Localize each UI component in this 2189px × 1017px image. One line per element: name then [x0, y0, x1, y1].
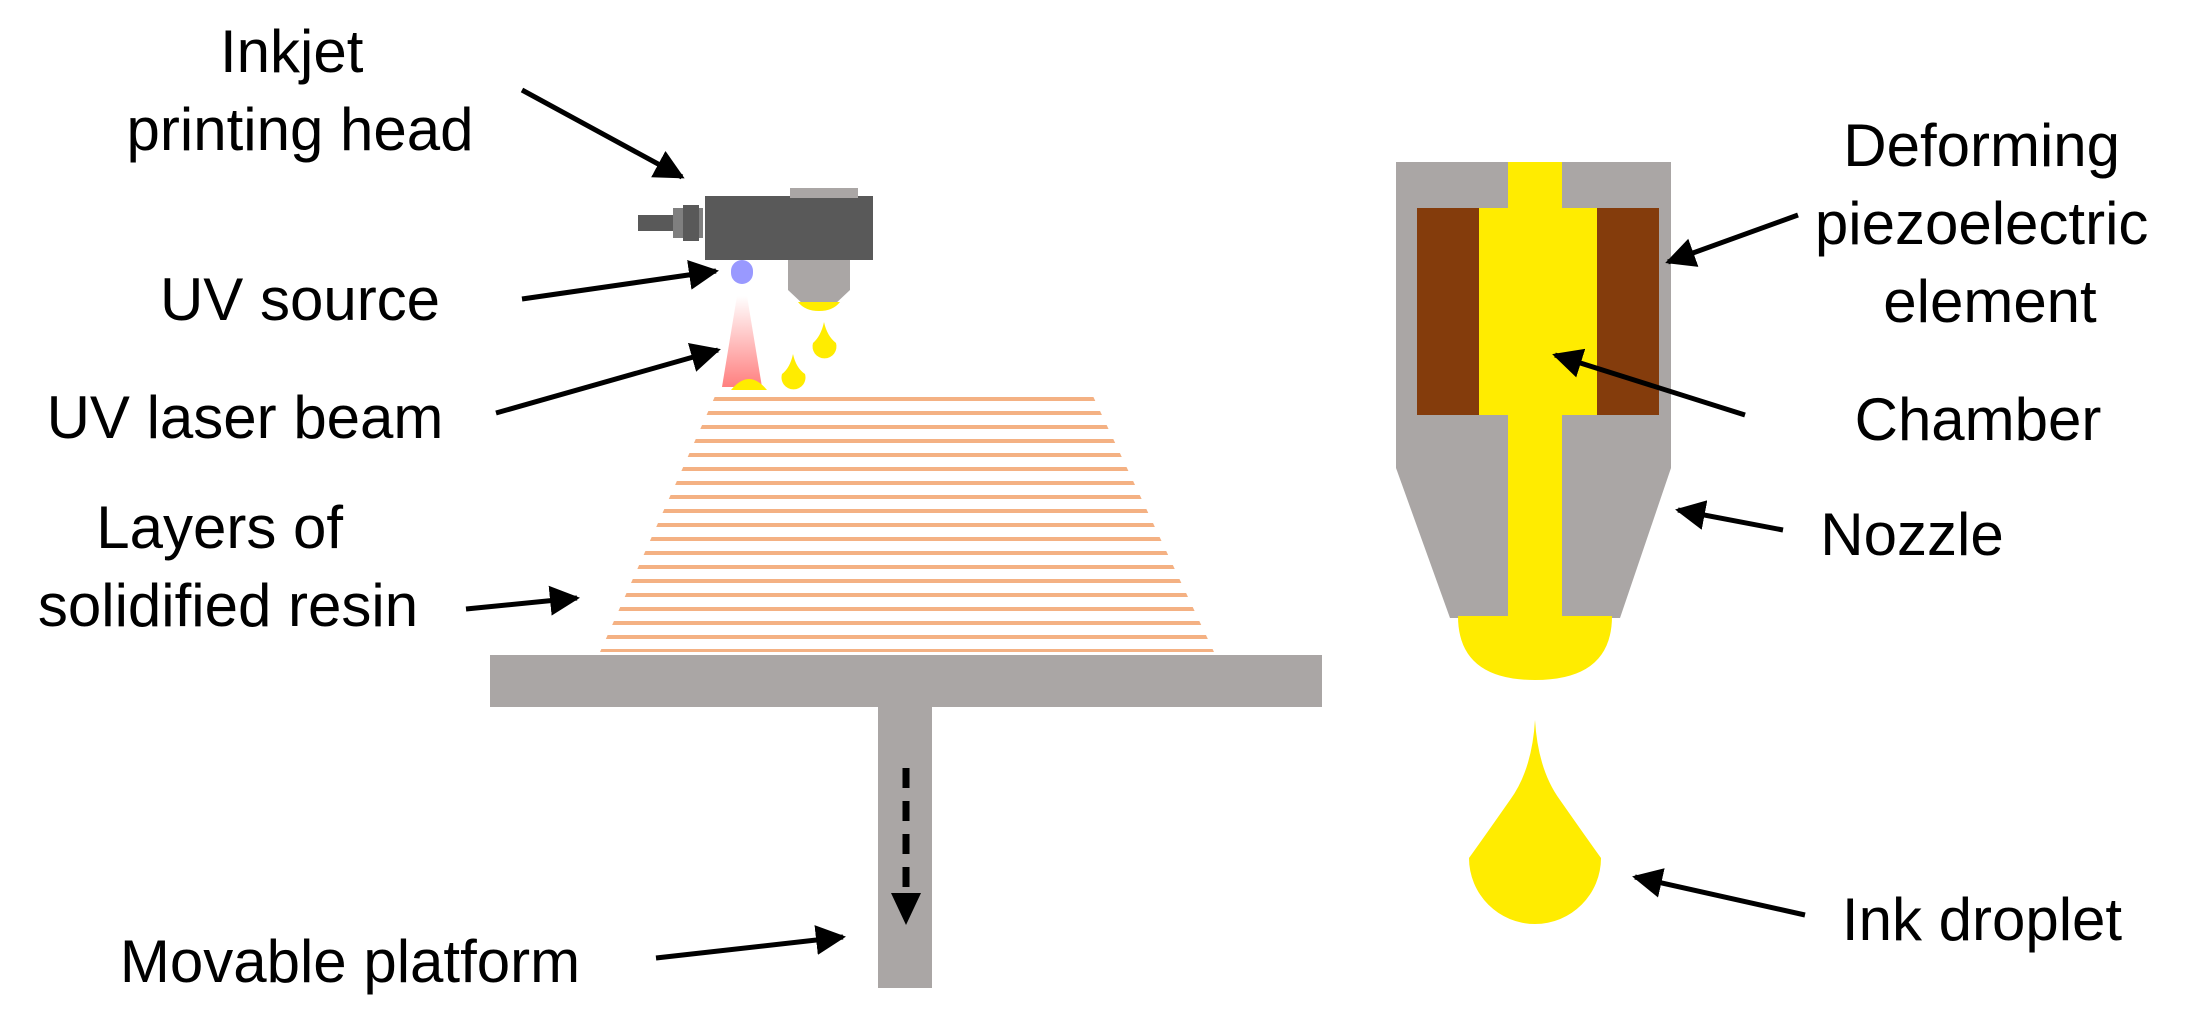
down-arrow-icon — [891, 768, 921, 925]
droplet-label: Ink droplet — [1842, 886, 2122, 953]
inkjet-head-icon — [638, 188, 873, 311]
piezo-label: Deforming piezoelectric element — [1815, 112, 2165, 335]
chamber — [1479, 162, 1597, 620]
resin-layers-label: Layers of solidified resin — [38, 494, 418, 639]
print-head-arrow — [520, 87, 685, 180]
resin-layers — [600, 394, 1214, 652]
uv-laser-arrow — [495, 342, 721, 416]
ink-drop — [812, 322, 837, 359]
droplet-arrow — [1632, 868, 1806, 918]
ink-drop — [781, 354, 806, 390]
resin-layers-arrow — [465, 585, 580, 616]
print-head-label: Inkjet printing head — [127, 18, 474, 163]
piezo-element-left — [1417, 208, 1479, 415]
uv-laser-beam — [722, 296, 762, 387]
uv-laser-label: UV laser beam — [47, 384, 444, 451]
chamber-label: Chamber — [1855, 386, 2102, 453]
chamber-arrow — [1552, 348, 1746, 418]
ink-droplet — [1469, 720, 1601, 924]
platform-label: Movable platform — [120, 928, 580, 995]
platform-top — [490, 655, 1322, 707]
nozzle-label: Nozzle — [1820, 501, 2003, 568]
nozzle-arrow — [1675, 500, 1784, 533]
uv-source-label: UV source — [160, 266, 440, 333]
platform-arrow — [655, 925, 846, 961]
ink-meniscus — [1458, 616, 1612, 680]
uv-source-arrow — [521, 260, 719, 302]
piezo-arrow — [1665, 212, 1799, 267]
